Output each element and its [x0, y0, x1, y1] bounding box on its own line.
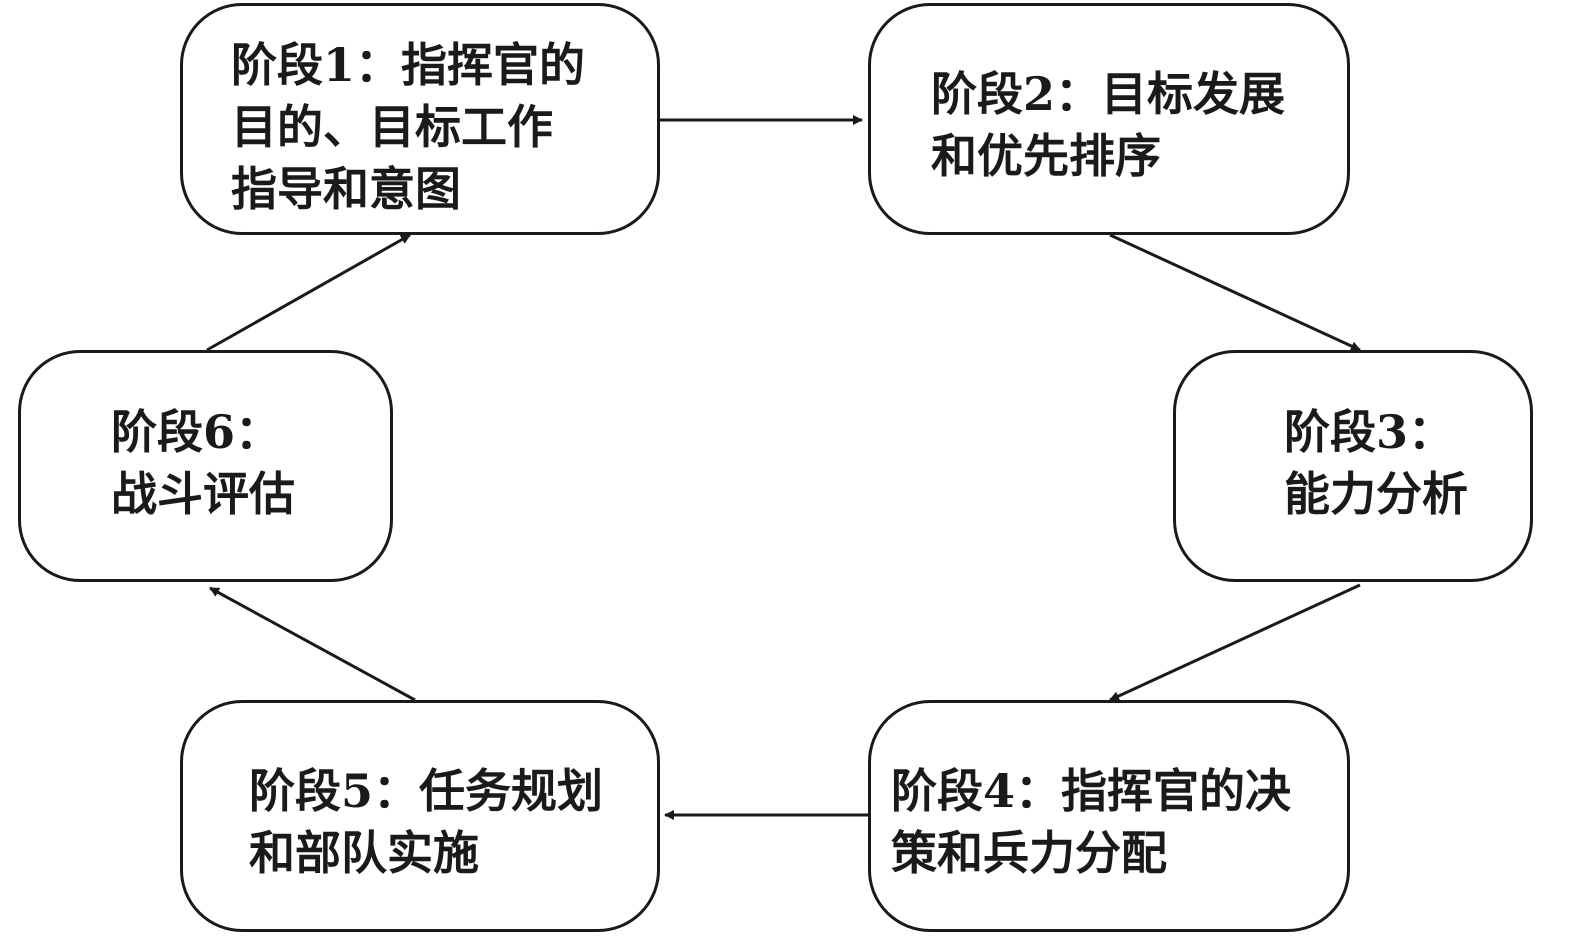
arrow-stage-3-to-stage-4: [1109, 583, 1361, 702]
stage-3-label: 阶段3： 能力分析: [1284, 405, 1468, 521]
stage-4-label: 阶段4：指挥官的决 策和兵力分配: [891, 764, 1292, 880]
stage-5-box: 阶段5：任务规划 和部队实施: [180, 700, 660, 932]
stage-6-box: 阶段6： 战斗评估: [18, 350, 393, 582]
stage-6-label: 阶段6： 战斗评估: [111, 405, 295, 521]
stage-4-box: 阶段4：指挥官的决 策和兵力分配: [868, 700, 1350, 932]
stage-3-box: 阶段3： 能力分析: [1173, 350, 1533, 582]
stage-2-label: 阶段2：目标发展 和优先排序: [931, 67, 1286, 183]
arrow-stage-2-to-stage-3: [1109, 233, 1361, 352]
stage-2-box: 阶段2：目标发展 和优先排序: [868, 3, 1350, 235]
stage-1-label: 阶段1：指挥官的 目的、目标工作 指导和意图: [231, 38, 586, 216]
arrow-stage-6-to-stage-1: [206, 233, 411, 352]
arrow-stage-5-to-stage-6: [209, 586, 416, 702]
stage-1-box: 阶段1：指挥官的 目的、目标工作 指导和意图: [180, 3, 660, 235]
stage-5-label: 阶段5：任务规划 和部队实施: [249, 764, 604, 880]
